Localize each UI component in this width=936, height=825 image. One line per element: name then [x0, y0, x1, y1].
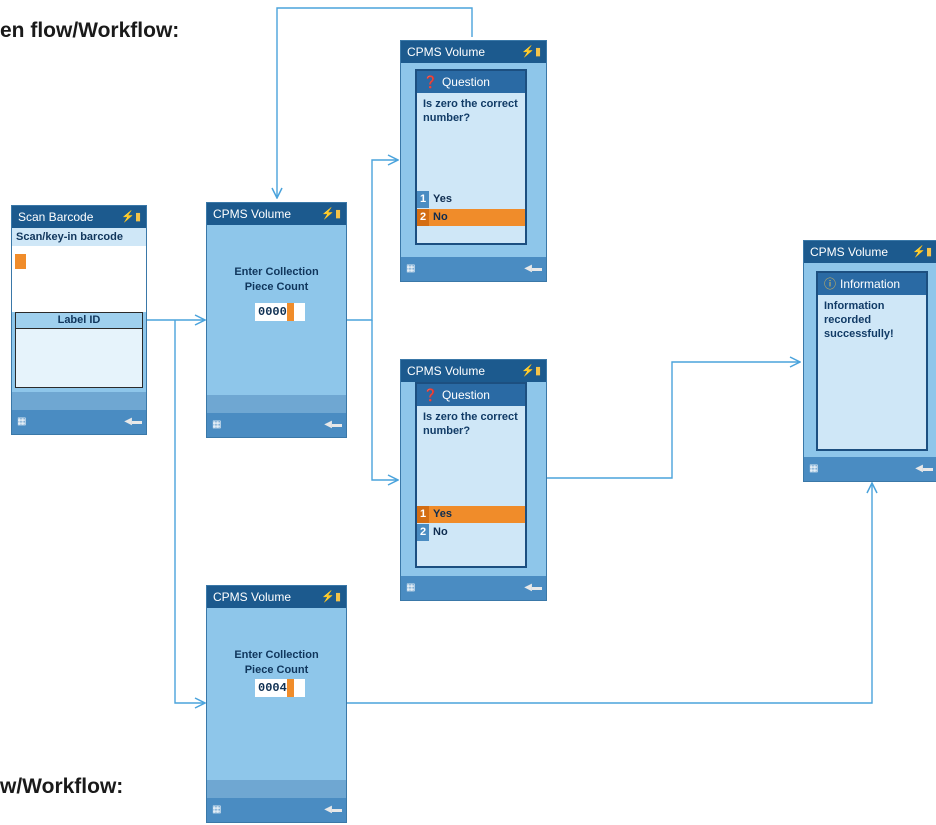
bottom-bar: ▦ ◀▬	[401, 576, 546, 600]
option-label: Yes	[433, 508, 452, 520]
status-icons: ⚡▮	[121, 211, 141, 223]
status-icons: ⚡▮	[321, 208, 341, 220]
keyboard-icon[interactable]: ▦	[809, 463, 819, 474]
option-label: No	[433, 526, 448, 538]
softkey-stripe	[207, 395, 346, 413]
softkey-stripe	[12, 392, 146, 410]
label-id-header: Label ID	[16, 313, 142, 329]
softkey-stripe	[207, 780, 346, 798]
bottom-bar: ▦ ◀▬	[207, 798, 346, 822]
scan-prompt: Scan/key-in barcode	[12, 228, 146, 246]
option-no[interactable]: 2 No	[417, 524, 525, 541]
option-no[interactable]: 2 No	[417, 209, 525, 226]
option-number: 2	[417, 524, 429, 541]
count-input[interactable]: 0000	[255, 303, 305, 321]
screen-count-nonzero: CPMS Volume ⚡▮ Enter Collection Piece Co…	[206, 585, 347, 823]
dialog-title: Information	[840, 277, 901, 291]
option-number: 1	[417, 506, 429, 523]
title-bar: CPMS Volume ⚡▮	[401, 360, 546, 382]
question-text: Is zero the correct number?	[423, 98, 518, 124]
connector-count-to-question-yes	[371, 320, 398, 480]
dialog-title: Question	[441, 388, 490, 402]
connector-nonzero-to-info	[345, 483, 872, 704]
workflow-heading-top: en flow/Workflow:	[0, 19, 180, 42]
information-icon: ⓘ	[824, 277, 837, 291]
dialog-header: ❓Question	[417, 71, 525, 93]
keyboard-icon[interactable]: ▦	[406, 582, 416, 593]
screen-title: Scan Barcode	[18, 210, 94, 224]
screen-question-no: CPMS Volume ⚡▮ ❓Question Is zero the cor…	[400, 40, 547, 282]
question-icon: ❓	[423, 388, 438, 402]
screen-title: CPMS Volume	[213, 590, 292, 604]
bottom-bar: ▦ ◀▬	[12, 410, 146, 434]
bottom-bar: ▦ ◀▬	[401, 257, 546, 281]
count-value: 0000	[258, 305, 287, 319]
status-icons: ⚡▮	[521, 46, 541, 58]
option-label: No	[433, 211, 448, 223]
screen-question-yes: CPMS Volume ⚡▮ ❓Question Is zero the cor…	[400, 359, 547, 601]
option-label: Yes	[433, 193, 452, 205]
information-message: Information recorded successfully!	[824, 300, 894, 340]
connector-scan-to-nonzero	[174, 320, 205, 703]
title-bar: CPMS Volume ⚡▮	[401, 41, 546, 63]
workflow-heading-bottom: w/Workflow:	[0, 775, 124, 798]
screen-title: CPMS Volume	[407, 45, 486, 59]
count-value: 0004	[258, 681, 287, 695]
screen-title: CPMS Volume	[407, 364, 486, 378]
title-bar: Scan Barcode ⚡▮	[12, 206, 146, 228]
count-prompt: Enter Collection Piece Count	[234, 266, 319, 293]
back-arrow-icon[interactable]: ◀▬	[915, 463, 933, 474]
keyboard-icon[interactable]: ▦	[212, 804, 222, 815]
option-yes[interactable]: 1 Yes	[417, 191, 525, 208]
dialog-header: ❓Question	[417, 384, 525, 406]
connector-question-no-back-to-count	[277, 7, 473, 198]
title-bar: CPMS Volume ⚡▮	[207, 586, 346, 608]
option-yes[interactable]: 1 Yes	[417, 506, 525, 523]
connector-count-to-question-no	[345, 160, 398, 321]
keyboard-icon[interactable]: ▦	[406, 263, 416, 274]
status-icons: ⚡▮	[521, 365, 541, 377]
bottom-bar: ▦ ◀▬	[207, 413, 346, 437]
input-cursor	[15, 254, 26, 269]
dialog-title: Question	[441, 75, 490, 89]
keyboard-icon[interactable]: ▦	[212, 419, 222, 430]
count-prompt: Enter Collection Piece Count	[234, 649, 319, 676]
status-icons: ⚡▮	[912, 246, 932, 258]
screen-title: CPMS Volume	[213, 207, 292, 221]
question-icon: ❓	[423, 75, 438, 89]
keyboard-icon[interactable]: ▦	[17, 416, 27, 427]
input-cursor	[286, 303, 295, 321]
back-arrow-icon[interactable]: ◀▬	[324, 419, 342, 430]
back-arrow-icon[interactable]: ◀▬	[524, 263, 542, 274]
option-number: 1	[417, 191, 429, 208]
label-id-panel: Label ID	[15, 312, 143, 388]
screen-count-zero: CPMS Volume ⚡▮ Enter Collection Piece Co…	[206, 202, 347, 438]
count-input[interactable]: 0004	[255, 679, 305, 697]
status-icons: ⚡▮	[321, 591, 341, 603]
screen-title: CPMS Volume	[810, 245, 889, 259]
question-text: Is zero the correct number?	[423, 411, 518, 437]
input-cursor	[286, 679, 295, 697]
connector-question-yes-to-info	[545, 362, 800, 479]
title-bar: CPMS Volume ⚡▮	[207, 203, 346, 225]
back-arrow-icon[interactable]: ◀▬	[524, 582, 542, 593]
barcode-input-area[interactable]	[12, 246, 146, 312]
bottom-bar: ▦ ◀▬	[804, 457, 936, 481]
screen-scan-barcode: Scan Barcode ⚡▮ Scan/key-in barcode Labe…	[11, 205, 147, 435]
back-arrow-icon[interactable]: ◀▬	[324, 804, 342, 815]
option-number: 2	[417, 209, 429, 226]
back-arrow-icon[interactable]: ◀▬	[124, 416, 142, 427]
title-bar: CPMS Volume ⚡▮	[804, 241, 936, 263]
